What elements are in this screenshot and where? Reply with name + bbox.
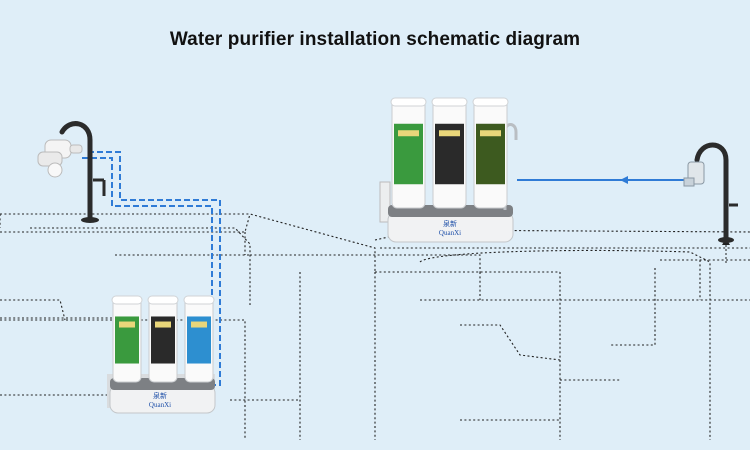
faucet-diverter xyxy=(37,139,83,178)
lower-cabinet-outline xyxy=(0,330,620,421)
diagram-title: Water purifier installation schematic di… xyxy=(169,29,581,50)
cartridges-right xyxy=(390,97,509,209)
left-supply-pipe xyxy=(88,151,221,386)
middle-inner-outline xyxy=(299,272,561,440)
brand-label-latin: QuanXi xyxy=(149,401,171,409)
brand-label-latin: QuanXi xyxy=(439,229,461,237)
middle-cabinet-outline xyxy=(250,254,560,440)
filter-cartridge xyxy=(183,295,215,383)
right-counter-outline xyxy=(374,229,750,249)
filter-cartridge xyxy=(472,97,509,209)
right-faucet xyxy=(683,142,738,243)
filter-cartridge xyxy=(147,295,179,383)
left-faucet xyxy=(37,121,106,223)
cartridges-left xyxy=(111,295,215,383)
brand-label-chinese: 泉新 xyxy=(443,219,457,228)
flow-arrow-icon xyxy=(620,176,628,184)
purifier-unit-left: 泉新 QuanXi xyxy=(107,295,216,414)
filter-cartridge xyxy=(390,97,427,209)
filter-cartridge xyxy=(431,97,468,209)
right-cabinet-outline xyxy=(559,259,750,440)
left-counter-outline xyxy=(0,213,376,272)
left-cabinet-outline xyxy=(0,254,250,440)
filter-cartridge xyxy=(111,295,143,383)
brand-label-chinese: 泉新 xyxy=(153,391,167,400)
purifier-unit-right: 泉新 QuanXi xyxy=(379,97,518,243)
right-sink-outline xyxy=(419,249,711,440)
